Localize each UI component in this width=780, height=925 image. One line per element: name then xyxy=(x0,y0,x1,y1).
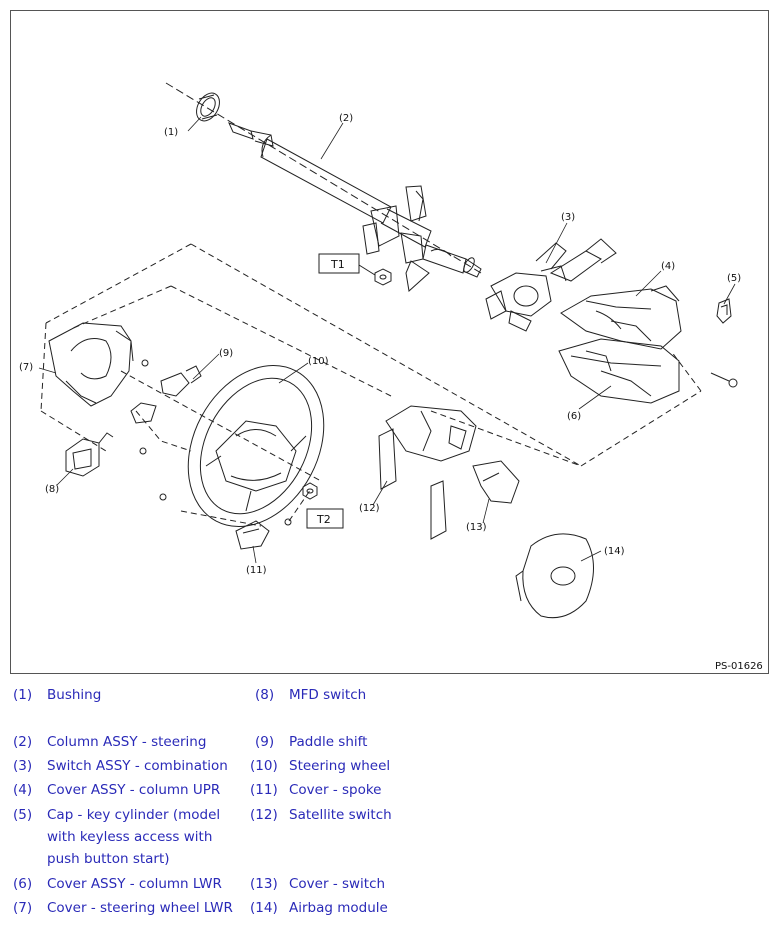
legend-num: (9) xyxy=(255,734,275,750)
callout-13: (13) xyxy=(466,522,487,533)
legend-num: (10) xyxy=(250,758,278,774)
satellite-switch-part xyxy=(378,405,477,540)
legend-text: MFD switch xyxy=(289,687,367,703)
parts-legend: (1) Bushing (2) Column ASSY - steering (… xyxy=(0,684,780,924)
t1-nut xyxy=(358,264,392,286)
callout-7: (7) xyxy=(19,362,33,373)
legend-text: Cover - switch xyxy=(289,876,386,892)
legend-text: Cover - spoke xyxy=(289,782,382,798)
spoke-cover-part xyxy=(235,520,270,550)
legend-num: (3) xyxy=(13,758,33,774)
switch-cover-part xyxy=(472,460,520,504)
envelope-line-bolt-2 xyxy=(288,488,312,522)
cover-lower-part xyxy=(558,338,680,404)
legend-text: Column ASSY - steering xyxy=(47,734,207,750)
legend-text: Switch ASSY - combination xyxy=(47,758,228,774)
callout-labels: (1) (2) (3) (4) (5) (6) (7) (8) (9) (10)… xyxy=(19,113,741,576)
cover-steering-wheel-lower-part xyxy=(48,322,134,407)
callout-4: (4) xyxy=(661,261,675,272)
paddle-shift-part xyxy=(130,359,202,501)
legend-text: Satellite switch xyxy=(289,807,392,823)
mfd-switch-part xyxy=(65,432,114,477)
key-cylinder-cap-part xyxy=(716,298,732,324)
column-axis-line xyxy=(165,82,482,274)
envelope-line-bolt xyxy=(180,510,262,527)
legend-text: Cover ASSY - column LWR xyxy=(47,876,222,892)
envelope-line-right-3 xyxy=(670,350,702,392)
airbag-module-part xyxy=(515,533,594,619)
legend-num: (13) xyxy=(250,876,278,892)
torque-box-t2: T2 xyxy=(306,508,344,529)
callout-8: (8) xyxy=(45,484,59,495)
envelope-line-top xyxy=(190,243,582,467)
legend-text: Cover - steering wheel LWR xyxy=(47,900,233,916)
exploded-diagram: (1) (2) (3) (4) (5) (6) (7) (8) (9) (10)… xyxy=(10,10,769,674)
t2-nut xyxy=(284,482,318,526)
callout-6: (6) xyxy=(567,411,581,422)
torque-label-t2: T2 xyxy=(316,513,331,526)
legend-num: (12) xyxy=(250,807,278,823)
legend-text: Bushing xyxy=(47,687,102,703)
envelope-line-left-2 xyxy=(40,322,47,412)
envelope-line-bracket xyxy=(135,410,192,452)
envelope-line-mid xyxy=(170,285,392,397)
legend-text: Cap - key cylinder (model with keyless a… xyxy=(47,807,221,867)
legend-num: (2) xyxy=(13,734,33,750)
leader-lines xyxy=(38,116,736,564)
envelope-line-low xyxy=(120,370,322,482)
legend-num: (7) xyxy=(13,900,33,916)
envelope-line-right xyxy=(430,410,582,467)
envelope-line-left xyxy=(45,243,192,324)
torque-box-t1: T1 xyxy=(318,253,360,274)
legend-num: (6) xyxy=(13,876,33,892)
callout-1: (1) xyxy=(164,127,178,138)
callout-9: (9) xyxy=(219,348,233,359)
screw-right xyxy=(710,372,738,388)
legend-num: (11) xyxy=(250,782,278,798)
diagram-drawing: (1) (2) (3) (4) (5) (6) (7) (8) (9) (10)… xyxy=(19,82,763,672)
legend-num: (14) xyxy=(250,900,278,916)
envelope-line-left-3 xyxy=(40,410,107,452)
callout-2: (2) xyxy=(339,113,353,124)
legend-num: (1) xyxy=(13,687,33,703)
legend-text: Paddle shift xyxy=(289,734,368,750)
envelope-line-right-2 xyxy=(580,390,702,467)
legend-text: Airbag module xyxy=(289,900,388,916)
envelope-line-mid-2 xyxy=(70,285,172,330)
legend-text: Cover ASSY - column UPR xyxy=(47,782,221,798)
callout-12: (12) xyxy=(359,503,380,514)
legend-num: (4) xyxy=(13,782,33,798)
legend-num: (5) xyxy=(13,807,33,823)
callout-3: (3) xyxy=(561,212,575,223)
torque-label-t1: T1 xyxy=(330,258,345,271)
legend-text: Steering wheel xyxy=(289,758,391,774)
combination-switch-part xyxy=(485,238,617,332)
callout-14: (14) xyxy=(604,546,625,557)
legend-num: (8) xyxy=(255,687,275,703)
callout-5: (5) xyxy=(727,273,741,284)
bushing-part xyxy=(196,92,220,122)
callout-10: (10) xyxy=(308,356,329,367)
figure-code: PS-01626 xyxy=(715,661,763,672)
cover-upper-part xyxy=(560,285,682,350)
callout-11: (11) xyxy=(246,565,267,576)
steering-column-part xyxy=(228,122,482,292)
